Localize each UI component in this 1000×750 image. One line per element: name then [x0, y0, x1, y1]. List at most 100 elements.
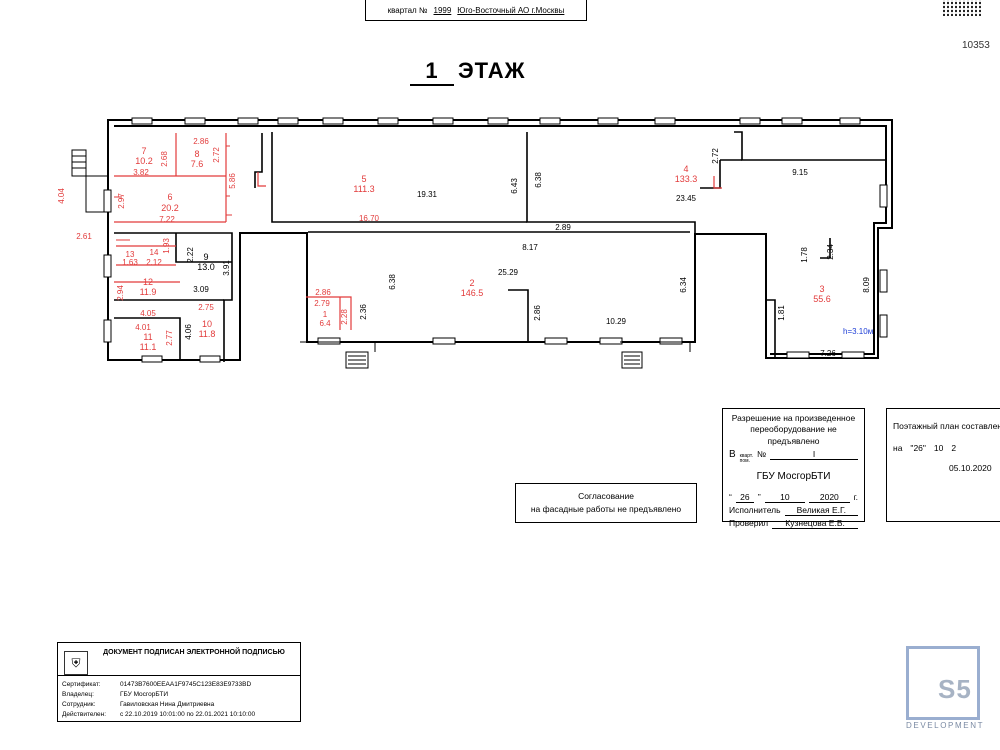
windows: [103, 117, 888, 363]
dim-label: 6.43: [510, 178, 519, 194]
room-14-number: 14: [150, 248, 159, 257]
dim-label: 2.28: [340, 309, 349, 325]
dim-label: 2.79: [314, 299, 330, 308]
plan-year-part: 2: [951, 443, 957, 453]
room-2-number: 2: [469, 278, 474, 288]
dim-label: 5.86: [228, 173, 237, 189]
logo-wordmark: DEVELOPMENT: [906, 721, 985, 730]
executor-row: Исполнитель Великая Е.Г.: [729, 505, 858, 516]
signature-row: Сертификат:01473B7600EEAA1F9745C123E83E9…: [62, 681, 252, 688]
logo-mark: S5: [938, 674, 972, 704]
room-4-area: 133.3: [675, 174, 698, 184]
dim-label: 6.34: [679, 277, 688, 293]
permit-number-row: В кварт. пом. № I: [729, 449, 858, 464]
room-8-number: 8: [194, 149, 199, 159]
dim-label: 6.38: [534, 172, 543, 188]
dimension-lines: [114, 145, 232, 241]
dim-label: 2.86: [315, 288, 331, 297]
dim-label: 7.26: [820, 349, 836, 358]
dim-label: 8.09: [862, 277, 871, 293]
room-2-area: 146.5: [461, 288, 484, 298]
signature-title: ДОКУМЕНТ ПОДПИСАН ЭЛЕКТРОННОЙ ПОДПИСЬЮ: [103, 649, 285, 656]
plan-compiled-title: Поэтажный план составлен: [893, 421, 1000, 431]
permit-year-suffix: г.: [853, 491, 858, 502]
plan-month: 10: [933, 443, 944, 453]
dim-label: 2.61: [76, 232, 92, 241]
inner-walls: [114, 131, 886, 362]
dim-label: 2.36: [359, 304, 368, 320]
executor-name: Великая Е.Г.: [784, 505, 858, 516]
approval-line-2: на фасадные работы не предъявлено: [530, 504, 682, 514]
facade-approval-box: Согласование на фасадные работы не предъ…: [515, 483, 697, 523]
room-lines: [114, 133, 722, 330]
room-5-area: 111.3: [353, 184, 374, 194]
room-3-number: 3: [819, 284, 824, 294]
room-6-number: 6: [167, 192, 172, 202]
dim-label: 2.68: [160, 151, 169, 167]
dim-label: 1.78: [800, 247, 809, 263]
dim-label: 9.15: [792, 168, 808, 177]
pom-small: пом.: [739, 458, 750, 465]
ceiling-height: h=3.10м: [843, 327, 873, 336]
permit-date-row: “26” 10 2020 г.: [729, 491, 858, 503]
moscow-emblem-icon: ⛨: [64, 651, 88, 675]
room-4-number: 4: [683, 164, 688, 174]
electronic-signature-stamp: ⛨ ДОКУМЕНТ ПОДПИСАН ЭЛЕКТРОННОЙ ПОДПИСЬЮ…: [57, 642, 301, 722]
dim-label: 3.82: [133, 168, 149, 177]
approval-line-1: Согласование: [578, 491, 634, 502]
dim-label: 2.22: [186, 247, 195, 263]
permit-box: Разрешение на произведенное переоборудов…: [722, 408, 865, 529]
permit-month: 10: [764, 492, 806, 503]
room-12-area: 11.9: [140, 287, 157, 297]
room-9-area: 13.0: [197, 262, 215, 272]
room-11-area: 11.1: [140, 342, 157, 352]
dim-label: 4.05: [140, 309, 156, 318]
permit-title-1: Разрешение на произведенное: [731, 413, 856, 423]
signature-row: Владелец:ГБУ МосгорБТИ: [62, 691, 168, 698]
plan-compiled-box: Поэтажный план составлен на "26" 10 2 05…: [886, 408, 1000, 522]
room-12-number: 12: [143, 277, 153, 287]
room-13-number: 13: [126, 250, 135, 259]
dim-label: 2.72: [711, 148, 720, 164]
plan-day: "26": [910, 443, 926, 453]
dim-label: 2.86: [193, 137, 209, 146]
room-8-area: 7.6: [191, 159, 204, 169]
room-13-area: 1.63: [122, 258, 138, 267]
room-7-area: 10.2: [135, 156, 153, 166]
room-9-number: 9: [203, 252, 208, 262]
dim-label: 2.75: [198, 303, 214, 312]
room-3-area: 55.6: [813, 294, 831, 304]
dim-label: 2.94: [116, 285, 125, 301]
dim-label: 16.70: [359, 214, 380, 223]
dim-label: 7.22: [159, 215, 175, 224]
room-14-area: 2.12: [146, 258, 162, 267]
kvartal-header: квартал № 1999 Юго-Восточный АО г.Москвы: [365, 0, 587, 21]
permit-v-label: В: [729, 449, 736, 461]
dim-label: 6.38: [388, 274, 397, 290]
dim-label: 10.29: [606, 317, 627, 326]
checker-label: Проверил: [729, 517, 769, 528]
dim-label: 2.89: [555, 223, 571, 232]
kvart-small: кварт.: [739, 453, 754, 460]
kvartal-number: 1999: [433, 5, 452, 15]
dim-label: 3.09: [193, 285, 209, 294]
room-7-number: 7: [141, 146, 146, 156]
dim-label: 23.45: [676, 194, 697, 203]
dim-label: 1.81: [777, 305, 786, 321]
checker-row: Проверил Кузнецова Е.В.: [729, 518, 858, 529]
dim-label: 25.29: [498, 268, 519, 277]
permit-org: ГБУ МосгорБТИ: [756, 471, 831, 483]
dim-label: 2.34: [826, 244, 835, 260]
dim-label: 2.86: [533, 305, 542, 321]
dim-label: 4.04: [57, 188, 66, 204]
dim-label: 8.17: [522, 243, 538, 252]
dim-label: 1.93: [162, 238, 171, 254]
dim-label: 3.91: [222, 260, 231, 276]
room-10-area: 11.8: [199, 329, 216, 339]
dim-label: 2.97: [117, 193, 126, 209]
dim-label: 2.77: [165, 330, 174, 346]
dim-label: 2.72: [212, 147, 221, 163]
dim-label: 19.31: [417, 190, 438, 199]
permit-title-2: переоборудование не предъявлено: [750, 424, 837, 446]
